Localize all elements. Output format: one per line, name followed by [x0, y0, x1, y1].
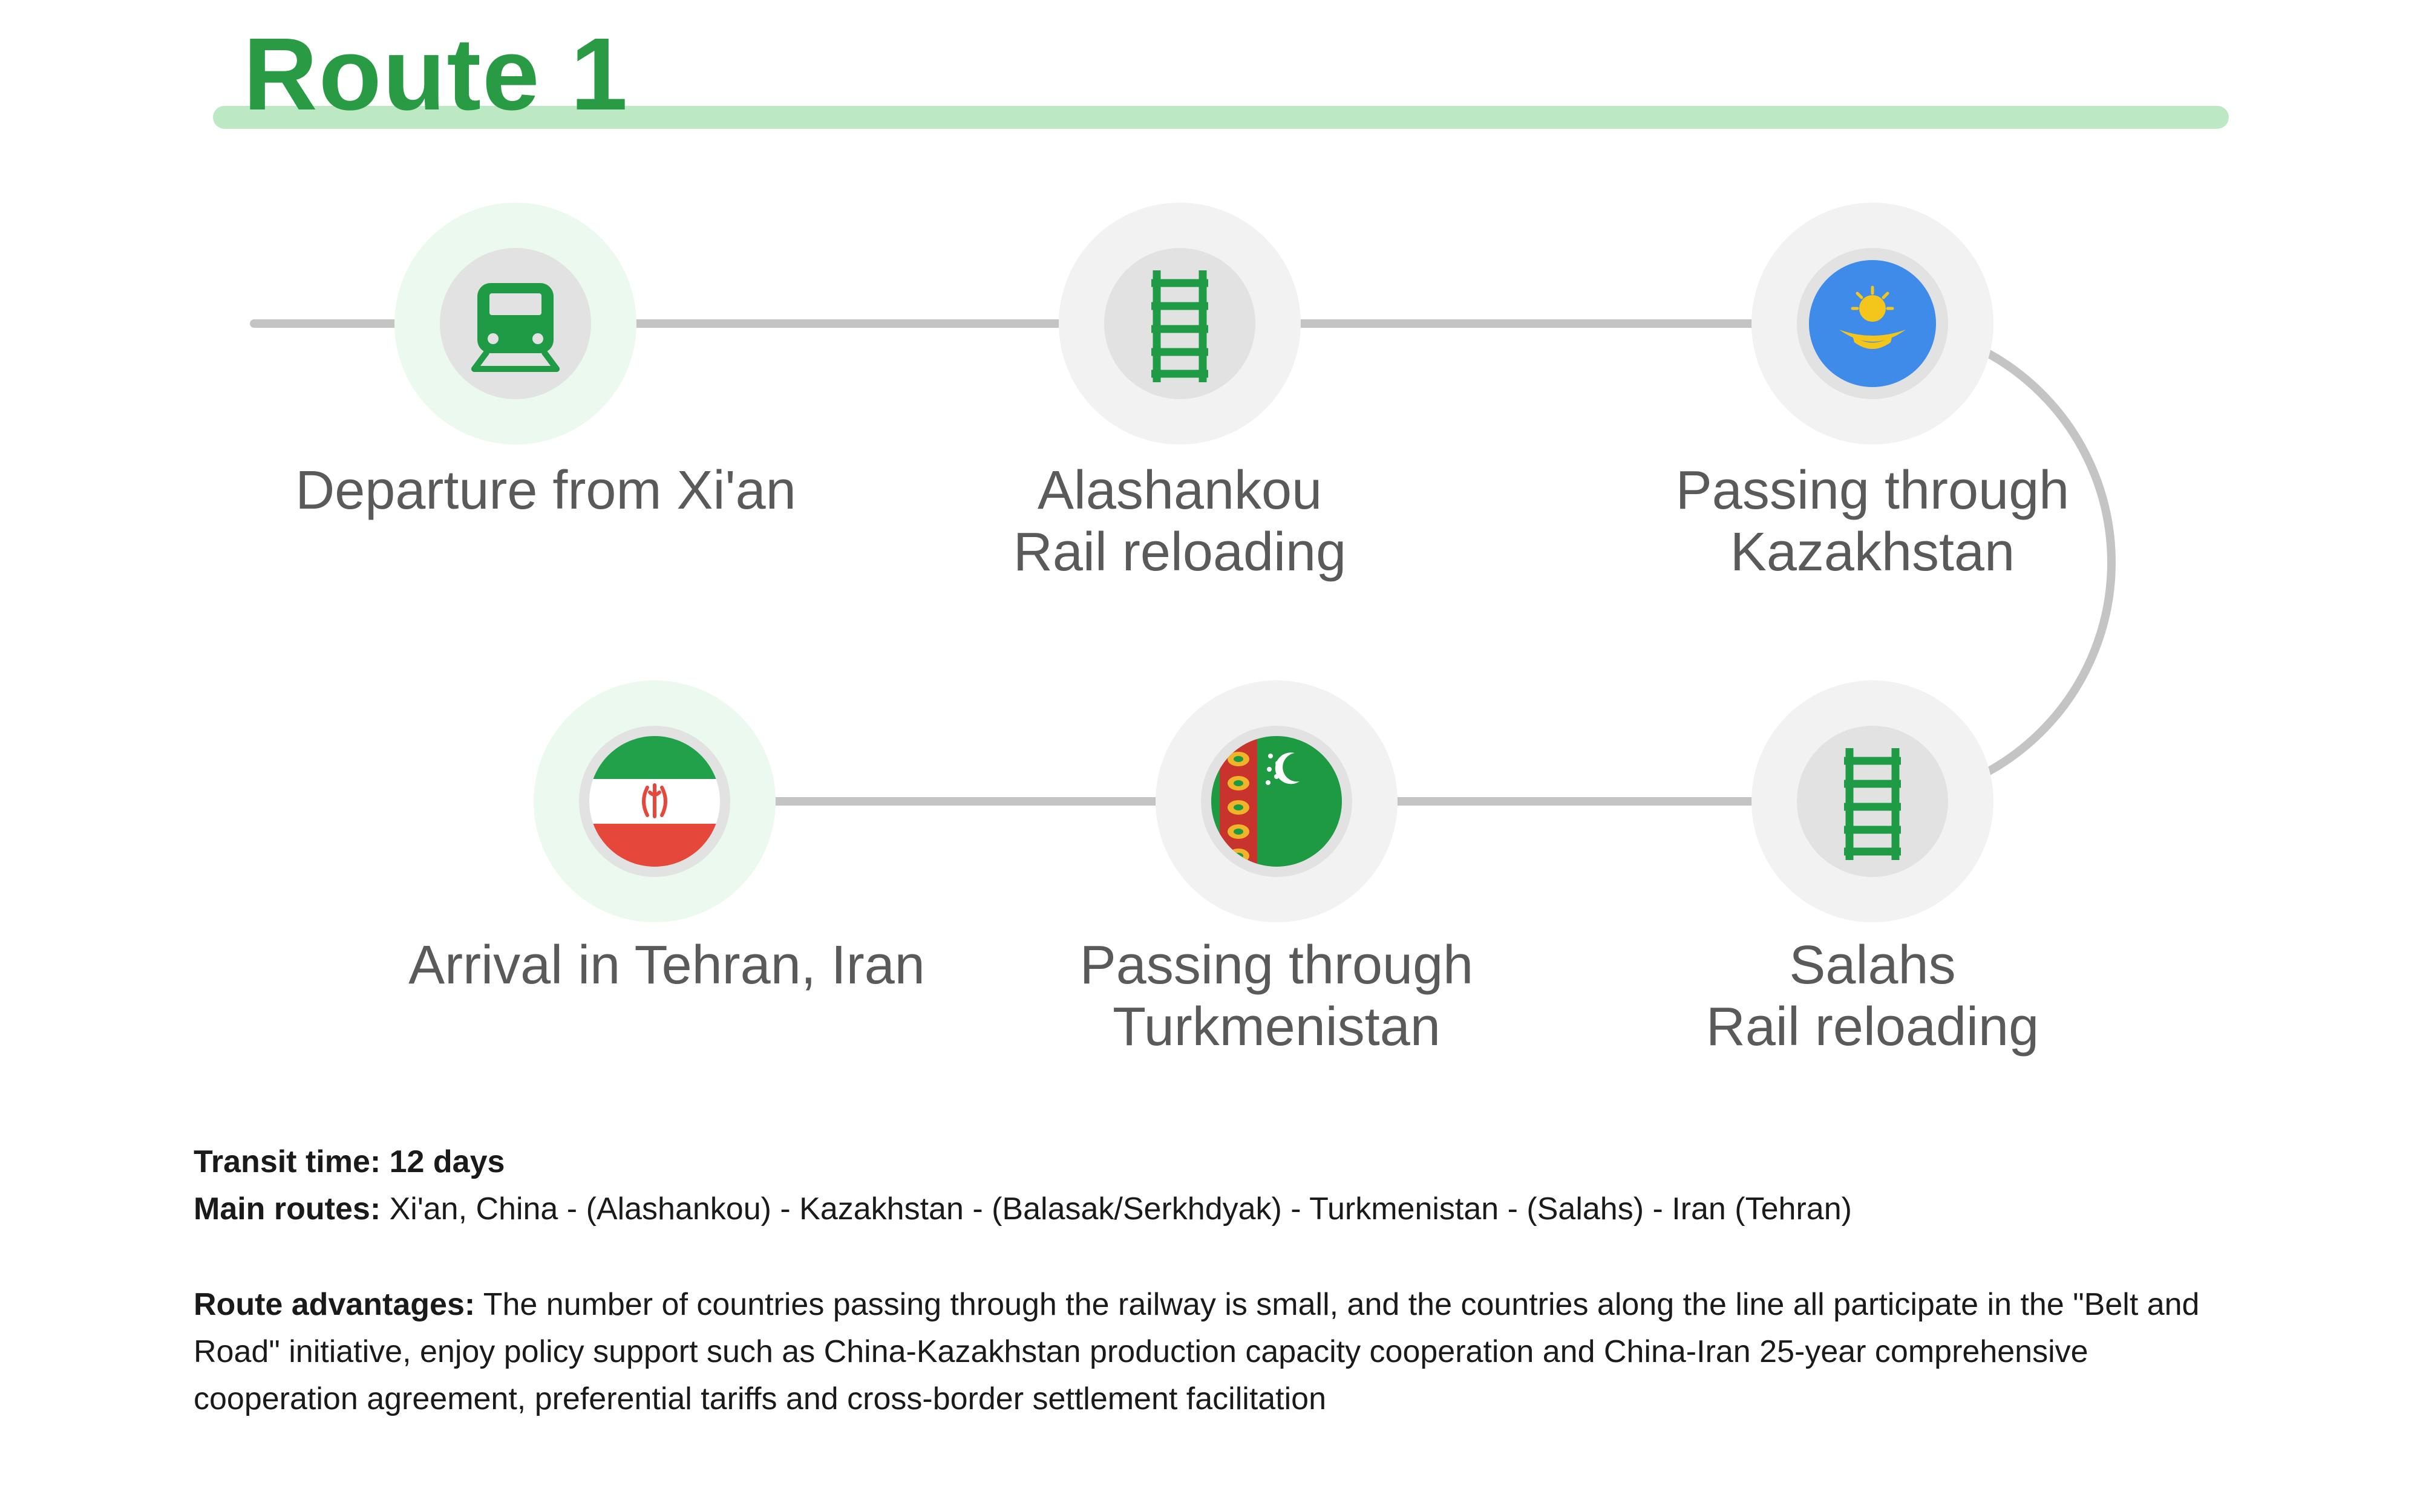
stop-node-tehran: [534, 680, 776, 922]
stop-node-alashankou: [1059, 203, 1301, 445]
stop-node-kazakhstan: [1751, 203, 1993, 445]
route-info: Transit time: 12 days Main routes: Xi'an…: [194, 1138, 2238, 1233]
stop-label-turkmenistan: Passing through Turkmenistan: [1079, 935, 1474, 1057]
transit-time: Transit time: 12 days: [194, 1144, 505, 1179]
stop-label-alashankou: Alashankou Rail reloading: [1013, 460, 1347, 582]
stop-node-salahs: [1751, 680, 1993, 922]
page-title: Route 1: [243, 17, 629, 132]
rail-track-icon: [1844, 748, 1901, 860]
stop-label-xian: Departure from Xi'an: [295, 460, 796, 521]
stop-label-salahs: Salahs Rail reloading: [1705, 935, 2039, 1057]
main-routes: Main routes: Xi'an, China - (Alashankou)…: [194, 1191, 1852, 1227]
train-icon: [471, 283, 560, 372]
stop-label-tehran: Arrival in Tehran, Iran: [408, 935, 925, 996]
stop-node-xian: [394, 203, 636, 445]
title-underline: [213, 106, 2229, 129]
rail-track-icon: [1151, 270, 1208, 382]
kazakhstan-flag-icon: [1809, 260, 1936, 387]
stop-label-kazakhstan: Passing through Kazakhstan: [1675, 460, 2070, 582]
route-advantages: Route advantages: The number of countrie…: [194, 1287, 2200, 1416]
stop-node-turkmenistan: [1156, 680, 1398, 922]
turkmenistan-flag-icon: [1211, 736, 1342, 867]
